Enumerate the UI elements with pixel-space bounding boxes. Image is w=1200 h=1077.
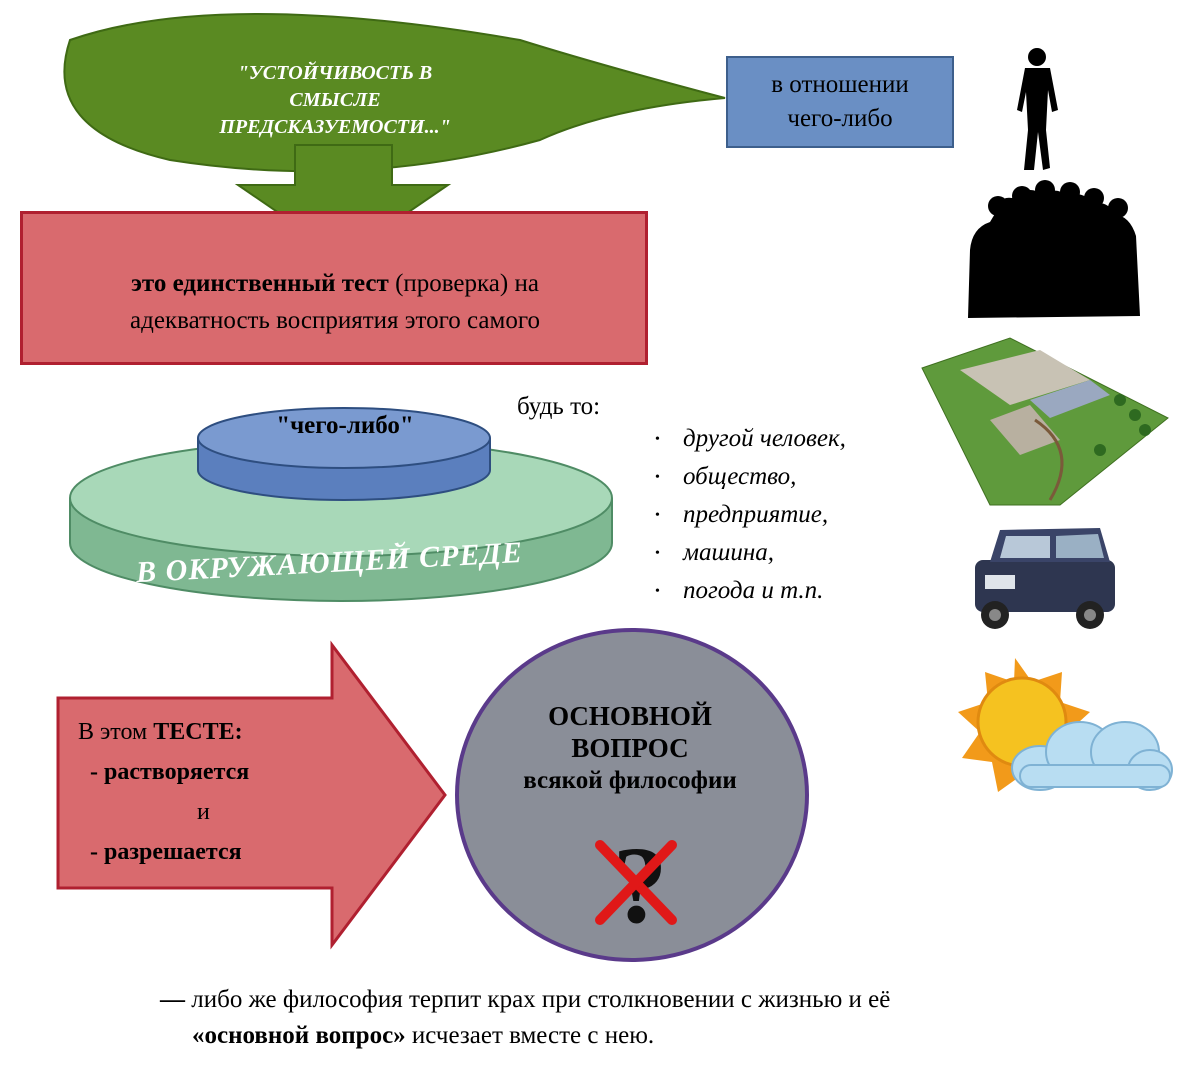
disk-top-label: "чего-либо" — [276, 412, 414, 439]
list-item: •общество, — [655, 463, 797, 490]
circle-line-2: ВОПРОС — [571, 733, 689, 763]
relation-line-1: в отношении — [771, 71, 909, 98]
arrow-text: В этом ТЕСТЕ: - растворяется и - разреша… — [60, 712, 330, 872]
resolves-text: - разрешается — [90, 839, 242, 865]
list-item: •машина, — [655, 539, 774, 566]
object-disk — [197, 407, 491, 501]
factory-icon — [921, 337, 1169, 506]
bubble-line-1: "УСТОЙЧИВОСТЬ В — [237, 62, 433, 84]
bubble-text: "УСТОЙЧИВОСТЬ В СМЫСЛЕ ПРЕДСКАЗУЕМОСТИ..… — [175, 60, 495, 141]
green-speech-bubble — [63, 13, 726, 173]
relation-box: в отношении чего-либо — [726, 56, 954, 148]
examples-intro: будь то: — [517, 393, 601, 420]
bottom-dash: — — [160, 986, 185, 1013]
sun-cloud-icon — [958, 658, 1173, 792]
question-circle — [455, 628, 809, 962]
bottom-line-1: либо же философия терпит крах при столкн… — [185, 986, 891, 1013]
bottom-bold: «основной вопрос» — [192, 1022, 406, 1049]
red-right-arrow — [56, 640, 447, 950]
bubble-line-2: СМЫСЛЕ ПРЕДСКАЗУЕМОСТИ..." — [219, 89, 451, 138]
test-box-text: это единственный тест (проверка) на адек… — [30, 265, 640, 339]
test-line-2: адекватность восприятия этого самого — [130, 307, 540, 334]
list-item: •предприятие, — [655, 501, 829, 528]
test-rest: (проверка) на — [388, 270, 539, 297]
examples-list: •другой человек, •общество, •предприятие… — [655, 420, 846, 610]
crowd-icon — [968, 180, 1140, 318]
cross-icon — [595, 840, 677, 925]
bottom-line-2: исчезает вместе с нею. — [405, 1022, 655, 1049]
test-box — [20, 211, 648, 365]
question-circle-text: ОСНОВНОЙ ВОПРОС всякой философии — [470, 700, 790, 798]
arrow-prefix: В этом — [78, 719, 154, 745]
and-text: и — [197, 799, 210, 825]
relation-line-2: чего-либо — [787, 105, 893, 132]
car-icon — [975, 528, 1115, 629]
businessman-icon — [1017, 48, 1058, 170]
list-item: •другой человек, — [655, 425, 846, 452]
bottom-text: — либо же философия терпит крах при стол… — [160, 982, 1160, 1054]
circle-line-3: всякой философии — [523, 767, 737, 794]
circle-line-1: ОСНОВНОЙ — [548, 701, 712, 731]
dissolves-text: - растворяется — [90, 759, 250, 785]
arrow-bold: ТЕСТЕ: — [153, 719, 243, 745]
test-bold: это единственный тест — [131, 270, 389, 297]
list-item: •погода и т.п. — [655, 577, 824, 604]
